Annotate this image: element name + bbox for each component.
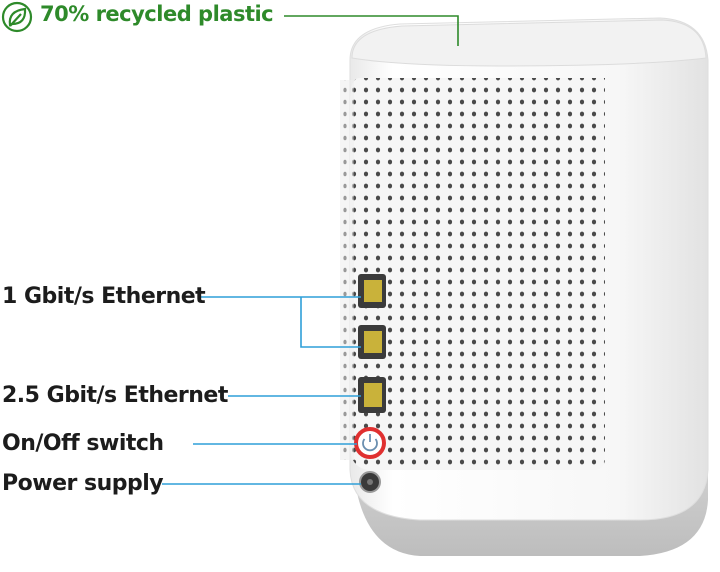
callout-onoff-switch: On/Off switch	[2, 431, 164, 456]
device-top	[351, 19, 707, 67]
ethernet-port-1	[358, 274, 386, 308]
leaf-icon	[1, 1, 33, 33]
ethernet-port-2	[358, 325, 386, 359]
callout-25gbit-ethernet: 2.5 Gbit/s Ethernet	[2, 383, 228, 408]
power-switch	[354, 427, 386, 459]
power-jack	[359, 471, 381, 493]
callout-1gbit-ethernet: 1 Gbit/s Ethernet	[2, 284, 206, 309]
power-icon	[362, 434, 378, 452]
leader-eth1	[200, 296, 361, 348]
ethernet-port-25	[358, 377, 386, 413]
callout-power-supply: Power supply	[2, 471, 164, 496]
callout-recycled-plastic: 70% recycled plastic	[40, 2, 274, 26]
leader-recycled	[284, 15, 459, 46]
